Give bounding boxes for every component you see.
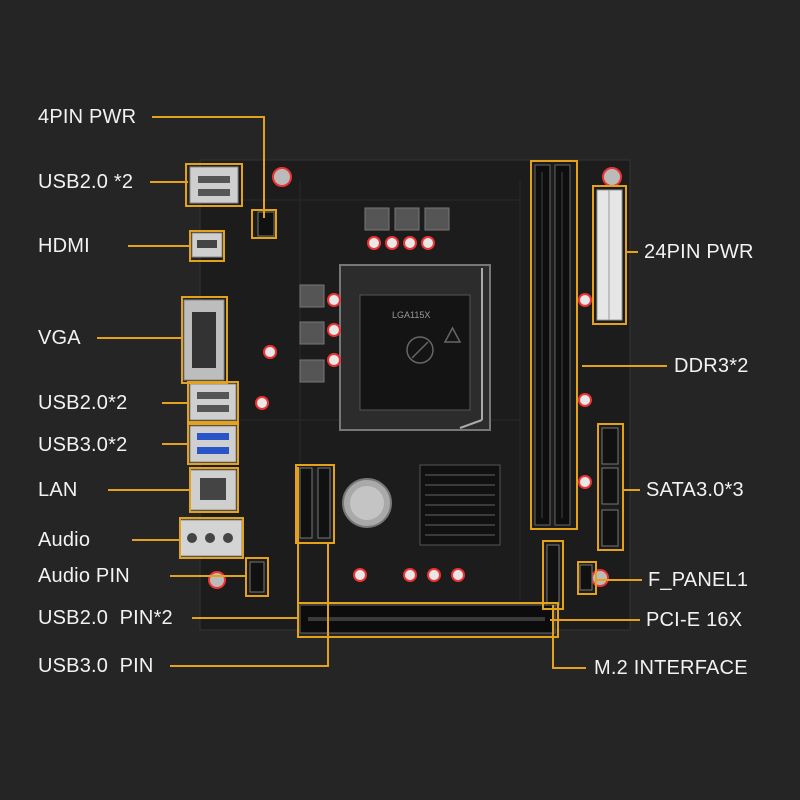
label-f-panel: F_PANEL1 [648,569,749,591]
label-usb2-mid: USB2.0*2 [38,392,128,414]
label-usb2-top: USB2.0 *2 [38,171,134,193]
callout-audio-pin [170,557,269,597]
callout-usb3 [162,423,239,465]
callout-audio [132,517,244,559]
label-sata: SATA3.0*3 [646,479,744,501]
sata-ports [601,427,619,547]
label-m2: M.2 INTERFACE [594,657,748,679]
rear-io-ports [179,166,243,557]
callout-pcie [297,602,640,638]
label-audio: Audio [38,529,91,551]
label-4pin-pwr: 4PIN PWR [38,106,137,128]
label-lan: LAN [38,479,78,501]
m2-slot [546,544,560,606]
callout-lan [108,467,239,513]
usb2-top-port [189,166,239,204]
usb2-mid-port [189,383,237,421]
callout-usb2-top [150,163,243,207]
callouts [97,116,667,669]
label-ddr3: DDR3*2 [674,355,749,377]
label-usb3-pin: USB3.0 PIN [38,655,154,677]
label-24pin-pwr: 24PIN PWR [644,241,754,263]
callout-hdmi [128,230,225,262]
callout-fpanel [577,561,642,595]
socket-marking: LGA115X [392,310,430,320]
label-pcie: PCI-E 16X [646,609,743,631]
label-hdmi: HDMI [38,235,90,257]
cmos-battery [342,478,392,528]
cpu-socket: LGA115X [339,264,491,431]
ddr3-slots [534,164,571,526]
callout-ddr3 [530,160,667,530]
pcie-slot [299,604,556,634]
callout-m2 [542,540,586,669]
callout-pwr4 [152,116,277,239]
usb3-port [189,425,237,463]
chipset-heatsink [419,464,501,546]
vrm-components [255,207,592,582]
callout-usb3-pin [170,543,329,667]
pwr24-connector [596,189,623,321]
label-usb3: USB3.0*2 [38,434,128,456]
callout-usb2-mid [162,381,239,423]
headers [249,211,593,593]
label-usb2-pin: USB2.0 PIN*2 [38,607,173,629]
callout-sata [597,423,640,551]
mounting-holes [208,167,622,589]
label-audio-pin: Audio PIN [38,565,130,587]
callout-pwr24 [592,185,638,325]
label-vga: VGA [38,327,81,349]
